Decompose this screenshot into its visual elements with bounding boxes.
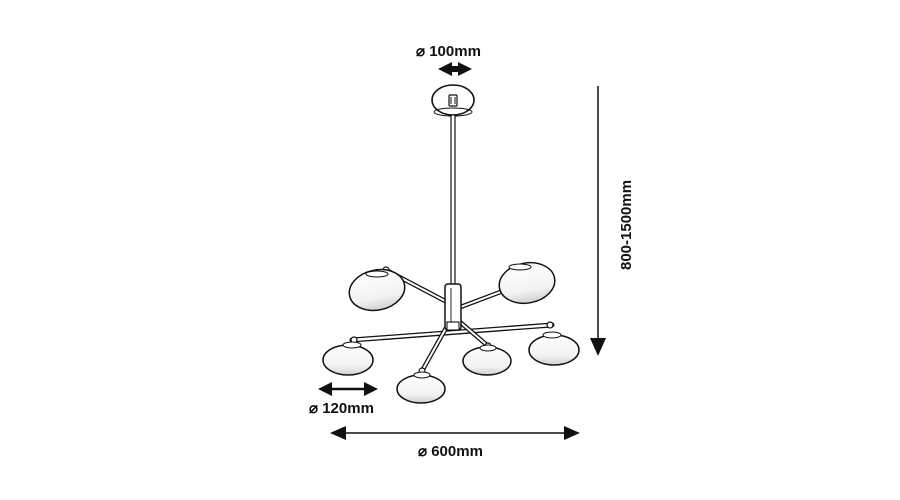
shade-width-arrow bbox=[318, 382, 378, 396]
lamp-shade-lower-left bbox=[396, 371, 446, 404]
canopy-diameter-label: ⌀ 100mm bbox=[416, 43, 481, 60]
lamp-shade-upper-left bbox=[348, 268, 406, 312]
canopy-width-arrow bbox=[438, 62, 472, 76]
ceiling-canopy bbox=[431, 84, 475, 117]
lamp-shade-right bbox=[528, 331, 580, 366]
shade-diameter-label: ⌀ 120mm bbox=[309, 400, 374, 417]
lamp-shade-left bbox=[322, 341, 374, 376]
lamp-shade-upper-right bbox=[498, 261, 556, 305]
lamp-shade-lower-right bbox=[462, 344, 512, 376]
central-body bbox=[444, 283, 462, 331]
total-diameter-label: ⌀ 600mm bbox=[418, 443, 483, 460]
height-range-label: 800-1500mm bbox=[618, 180, 635, 270]
total-width-arrow bbox=[330, 426, 580, 440]
height-dimension-line bbox=[590, 86, 606, 356]
lamp-shades bbox=[322, 261, 580, 404]
suspension-rod bbox=[450, 114, 456, 286]
